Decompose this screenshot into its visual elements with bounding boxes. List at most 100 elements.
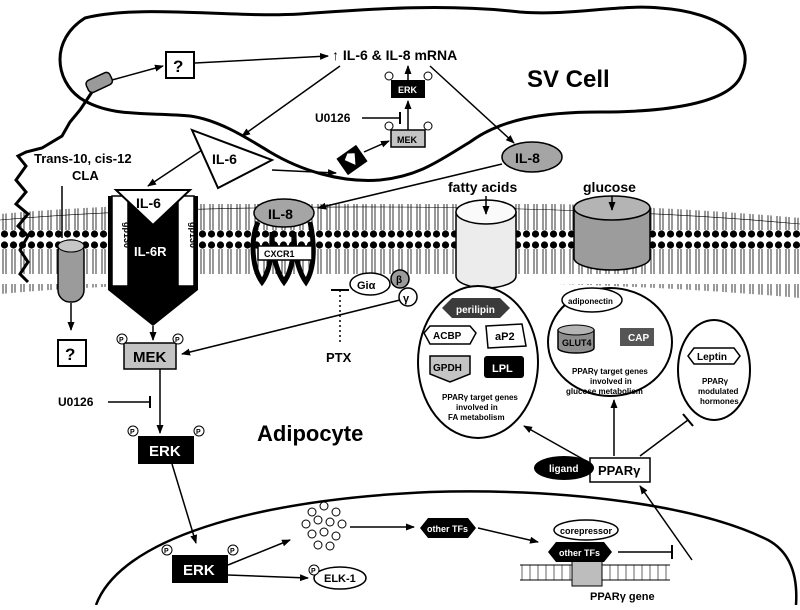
mek-adipocyte (123, 342, 177, 370)
erk-adipocyte-label: ERK (149, 443, 181, 460)
g-gamma (398, 287, 418, 307)
il8-bound-ellipse (253, 198, 315, 228)
u0126-sv-label: U0126 (315, 111, 351, 125)
mrna-label: ↑ IL-6 & IL-8 mRNA (332, 47, 457, 63)
mek-adipocyte-label: MEK (133, 349, 167, 366)
g-gamma-label: γ (403, 293, 410, 305)
cla-label: Trans-10, cis-12 CLA (34, 151, 135, 183)
svg-text:P: P (119, 337, 124, 344)
ptx-label: PTX (326, 350, 352, 365)
glucose-genes-group (547, 287, 673, 397)
il8-sv-label: IL-8 (515, 150, 540, 166)
g-beta (390, 269, 410, 289)
ligand-ellipse (534, 456, 594, 480)
il8-sv-ellipse (501, 141, 563, 173)
gp130-right-label: gp130 (188, 222, 198, 248)
sv-cell-label: SV Cell (527, 66, 610, 93)
svg-text:CAP: CAP (628, 333, 649, 344)
hormone-genes-group (677, 319, 751, 421)
il8-bound-label: IL-8 (268, 206, 293, 222)
adipocyte-label: Adipocyte (257, 421, 363, 446)
mrna-to-il6-arrow (241, 65, 341, 137)
u0126-adipocyte-label: U0126 (58, 395, 94, 409)
gene-to-ppar-arrow (639, 485, 693, 561)
gene-acbp (423, 325, 477, 345)
other-tfs-label: other TFs (427, 524, 468, 534)
gi-alpha-label: Giα (357, 280, 376, 292)
svg-text:perilipin: perilipin (456, 305, 495, 316)
erk-to-nucleus-arrow (171, 463, 198, 544)
il6r-label: IL-6R (134, 244, 167, 259)
svg-text:aP2: aP2 (495, 331, 515, 343)
corepressor-ellipse (553, 519, 619, 541)
mrna-to-il8-arrow (429, 65, 515, 144)
il6-sv-label: IL-6 (212, 151, 237, 167)
fa-genes-group (417, 285, 539, 439)
gene-gpdh (429, 355, 471, 383)
il6-bound-label: IL-6 (136, 195, 161, 211)
erk-sv-label: ERK (398, 85, 418, 95)
il6-sv-triangle (190, 128, 275, 190)
gp130-left-label: gp130 (122, 222, 132, 248)
svg-text:GLUT4: GLUT4 (562, 338, 592, 348)
mek-sv-label: MEK (397, 135, 418, 145)
svg-text:P: P (196, 429, 201, 436)
svg-text:adiponectin: adiponectin (568, 297, 613, 306)
erk-to-targets-arrow (227, 539, 291, 566)
svg-text:P: P (164, 548, 169, 555)
erk-adipocyte (138, 436, 194, 464)
fa-genes-caption: PPARγ target genes involved in FA metabo… (442, 393, 520, 422)
gene-glut4 (557, 329, 595, 354)
svg-text:GPDH: GPDH (433, 363, 462, 374)
glucose-genes-caption: PPARγ target genes involved in glucose m… (566, 367, 650, 396)
elk1 (313, 566, 367, 590)
corepressor-label: corepressor (560, 526, 613, 536)
svg-text:Leptin: Leptin (697, 352, 727, 363)
gene-lpl (484, 356, 524, 378)
svg-text:P: P (230, 548, 235, 555)
hormone-genes-caption: PPARγ modulated hormones (698, 377, 741, 406)
svg-text:P: P (130, 429, 135, 436)
other-tfs-hexagon (420, 518, 476, 538)
svg-text:P: P (311, 568, 316, 575)
sv-cla-transporter (85, 71, 114, 94)
erk-nucleus-label: ERK (183, 562, 215, 579)
ppar-label: PPARγ (598, 463, 641, 478)
il6-to-il6r-arrow (147, 149, 203, 187)
cla-to-unknown-arrow (111, 64, 164, 81)
tfs-to-gene-arrow (477, 527, 539, 544)
fatty-acids-label: fatty acids (448, 179, 517, 195)
gene-perilipin (442, 298, 510, 318)
cxcr1-label: CXCR1 (264, 249, 295, 259)
cxcr1-receptor (250, 220, 316, 287)
il6r-complex (108, 196, 198, 326)
gene-leptin (687, 347, 741, 365)
svg-text:ACBP: ACBP (433, 331, 462, 342)
svg-text:LPL: LPL (492, 363, 513, 375)
ppar-gene-label: PPARγ gene (590, 591, 655, 603)
ligand-label: ligand (549, 464, 578, 475)
gene-ap2 (485, 323, 527, 349)
ppar-to-hormones-inhibit (639, 419, 689, 457)
g-beta-label: β (396, 275, 402, 286)
elk1-label: ELK-1 (324, 573, 356, 585)
il6-to-receptor-arrow (271, 169, 337, 177)
erk-nucleus (172, 555, 228, 583)
unknown-box-sv (165, 51, 195, 79)
gene-adiponectin (561, 287, 623, 313)
erk-to-elk1-arrow (227, 574, 309, 582)
nucleus-outline (94, 490, 798, 606)
il8-to-cxcr1-arrow (317, 163, 503, 210)
erk-sv (391, 80, 425, 98)
ppar-gene-region (571, 559, 603, 587)
other-tfs-bound-label: other TFs (559, 548, 600, 558)
glucose-transporter (573, 207, 651, 271)
svg-text:P: P (175, 337, 180, 344)
sv-il6-receptor (336, 144, 368, 176)
unknown-label-sv: ? (173, 57, 183, 76)
other-tfs-bound-hexagon (548, 542, 612, 562)
unknown-to-mrna-arrow (194, 52, 329, 64)
gprotein-to-mek-arrow (181, 299, 401, 356)
ppar-box (589, 457, 651, 483)
